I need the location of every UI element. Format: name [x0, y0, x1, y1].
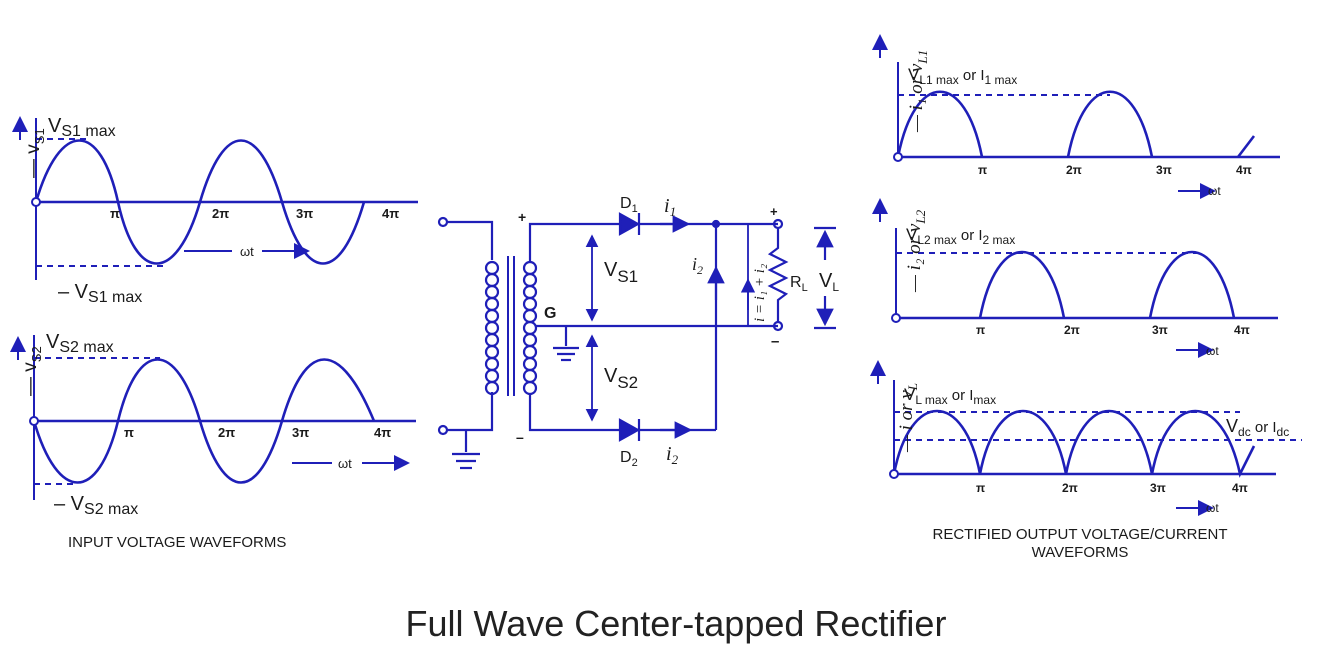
- out3-tick-3pi: 3π: [1150, 481, 1166, 495]
- primary-coil: [484, 260, 500, 396]
- out3-tick-pi: π: [976, 481, 985, 495]
- out1-max-label: VL1 max or I1 max: [908, 65, 1017, 87]
- i2-label: i2: [666, 443, 679, 467]
- out2-tick-pi: π: [976, 323, 985, 337]
- vs2-tick-4pi: 4π: [374, 425, 391, 440]
- d2-label: D2: [620, 449, 638, 469]
- vs1-tick-pi: π: [110, 206, 120, 221]
- out1-tick-pi: π: [978, 163, 987, 177]
- vl-label: VL: [819, 270, 839, 294]
- out3-tick-4pi: 4π: [1232, 481, 1248, 495]
- out2-tick-3pi: 3π: [1152, 323, 1168, 337]
- vs1-tick-3pi: 3π: [296, 206, 313, 221]
- vs2-tick-pi: π: [124, 425, 134, 440]
- diode-d1: [618, 212, 641, 236]
- rl-label: RL: [790, 274, 808, 294]
- vs1-time-label: ωt: [240, 244, 254, 259]
- out3-tick-2pi: 2π: [1062, 481, 1078, 495]
- vs2-axis-label: — vS2: [20, 346, 44, 396]
- vs2-tick-3pi: 3π: [292, 425, 309, 440]
- out2-tick-2pi: 2π: [1064, 323, 1080, 337]
- input-panel-title: INPUT VOLTAGE WAVEFORMS: [68, 534, 286, 551]
- vs1-tick-4pi: 4π: [382, 206, 399, 221]
- circuit: [437, 212, 836, 470]
- out2-max-label: VL2 max or I2 max: [906, 225, 1015, 247]
- output-waveform-bottom: [870, 360, 1302, 516]
- primary-terminal-bottom: [437, 424, 449, 436]
- out2-time-label: ωt: [1206, 344, 1219, 358]
- out1-tick-4pi: 4π: [1236, 163, 1252, 177]
- load-resistor: [767, 228, 789, 322]
- d1-label: D1: [620, 195, 638, 215]
- output-panel-title-line1: RECTIFIED OUTPUT VOLTAGE/CURRENT: [932, 526, 1227, 543]
- out1-half-wave: [896, 90, 1256, 158]
- output-waveform-top: [872, 34, 1280, 199]
- out1-time-label: ωt: [1208, 184, 1221, 198]
- vs1-axis-label: — vS1: [23, 128, 47, 178]
- out2-half-wave: [978, 250, 1236, 319]
- out1-tick-3pi: 3π: [1156, 163, 1172, 177]
- out2-tick-4pi: 4π: [1234, 323, 1250, 337]
- i2-return-label: i2: [692, 254, 703, 277]
- output-waveform-middle: [872, 198, 1278, 358]
- out3-axis-label: — i or vL: [896, 383, 920, 453]
- diode-d2: [618, 418, 641, 442]
- out3-time-label: ωt: [1206, 501, 1219, 515]
- input-waveform-vs2: [10, 335, 416, 500]
- i1-label: i1: [664, 195, 676, 219]
- out3-dc-label: Vdc or Idc: [1226, 416, 1289, 439]
- primary-terminal-top: [437, 216, 449, 228]
- vs1-max-label: VS1 max: [48, 115, 116, 140]
- diagram-caption: Full Wave Center-tapped Rectifier: [406, 603, 947, 644]
- vs2-tick-2pi: 2π: [218, 425, 235, 440]
- vs1-tick-2pi: 2π: [212, 206, 229, 221]
- out3-max-label: VL max or Imax: [904, 385, 996, 407]
- input-waveform-vs1: [12, 116, 418, 280]
- out1-tick-2pi: 2π: [1066, 163, 1082, 177]
- vs2-sine-curve: [32, 358, 376, 484]
- center-tap-label: G: [544, 305, 556, 322]
- out2-axis-label: — i₂ or vL2: [904, 209, 928, 293]
- out3-full-wave: [892, 409, 1256, 478]
- vs2-time-label: ωt: [338, 456, 352, 471]
- vs2-max-label: VS2 max: [46, 331, 114, 356]
- output-panel-title-line2: WAVEFORMS: [1032, 544, 1129, 561]
- vs1-min-label: – VS1 max: [58, 281, 142, 306]
- vs2-circuit-label: VS2: [604, 365, 638, 392]
- out1-axis-label: — i₁ or vL1: [906, 50, 930, 133]
- output-plus-mark: +: [770, 204, 778, 219]
- total-current-label: i = i₁ + i₂: [752, 264, 768, 322]
- secondary-minus-mark: –: [516, 429, 524, 445]
- secondary-coil: [522, 260, 538, 396]
- vs2-min-label: – VS2 max: [54, 493, 138, 518]
- secondary-plus-mark: +: [518, 209, 526, 225]
- output-minus-mark: –: [771, 333, 779, 350]
- vs1-circuit-label: VS1: [604, 259, 638, 286]
